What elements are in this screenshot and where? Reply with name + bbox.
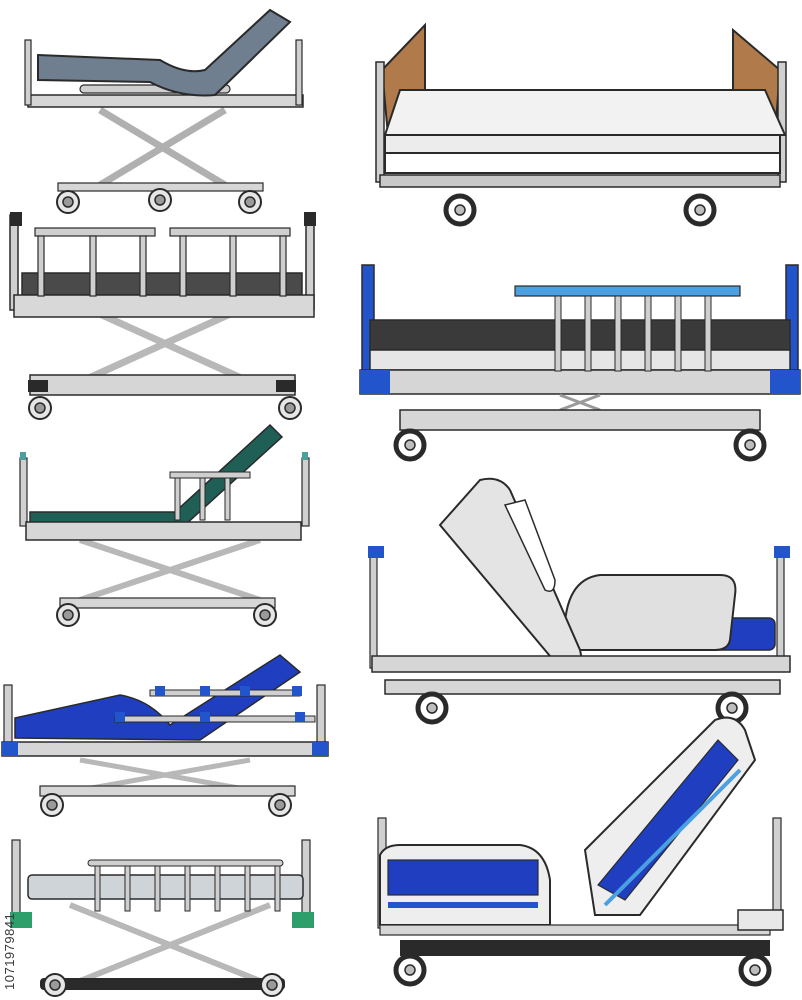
bed-blue-modern-raised <box>377 716 784 984</box>
bed-teal-recliner <box>19 423 310 627</box>
bed-blue-white-panels <box>368 477 791 722</box>
bed-grey-gurney <box>10 839 314 997</box>
bed-dark-siderails <box>9 212 316 420</box>
bed-white-wood-boards <box>375 22 787 224</box>
bed-grey-recliner <box>24 8 304 214</box>
bed-blue-ends-rails <box>359 264 801 459</box>
stock-id-watermark: 1071979841 <box>2 912 17 990</box>
bed-blue-recliner-joints <box>1 654 329 817</box>
